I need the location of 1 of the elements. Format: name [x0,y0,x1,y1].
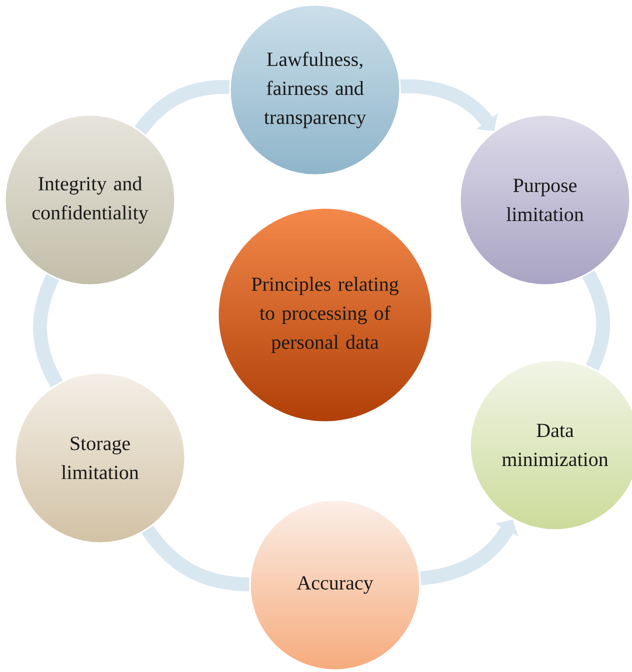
ring-arrow [400,79,498,131]
